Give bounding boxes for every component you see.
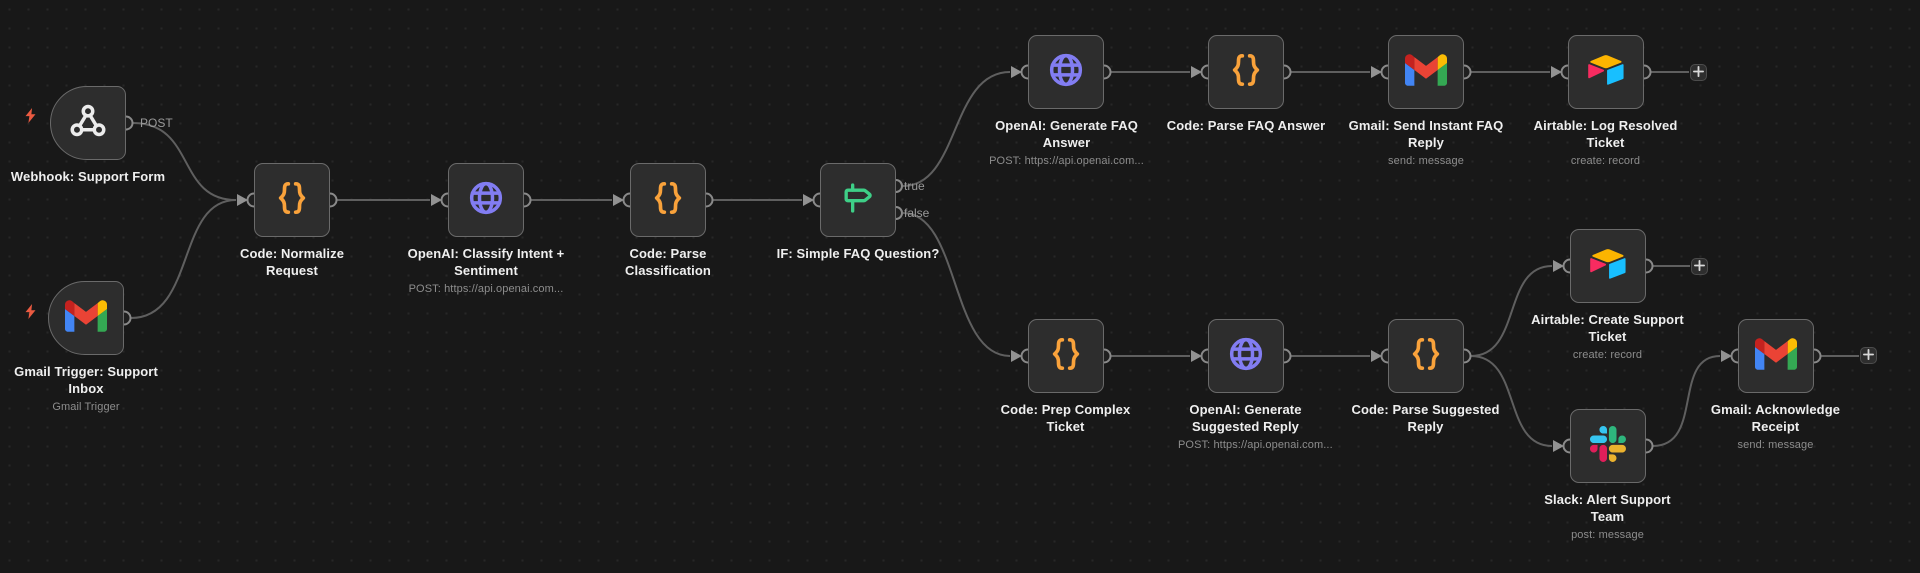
slack-icon — [1590, 425, 1626, 467]
node-code-prep-complex-ticket[interactable] — [1028, 319, 1104, 393]
node-slack-alert-support-team[interactable] — [1570, 409, 1646, 483]
node-label-airtable-log: Airtable: Log Resolved Ticket create: re… — [1523, 118, 1688, 168]
node-label-code-parse-classification: Code: Parse Classification — [613, 246, 723, 279]
node-label-slack: Slack: Alert Support Team post: message — [1540, 492, 1675, 542]
node-if-simple-faq-question[interactable] — [820, 163, 896, 237]
plus-icon — [1694, 258, 1705, 276]
node-subtitle: create: record — [1572, 349, 1643, 362]
node-label-openai-suggest: OpenAI: Generate Suggested Reply POST: h… — [1178, 402, 1333, 452]
node-title: Gmail: Send Instant FAQ Reply — [1348, 118, 1504, 150]
code-braces-icon — [648, 178, 688, 223]
node-title: Airtable: Log Resolved Ticket — [1533, 118, 1678, 150]
gmail-icon — [1405, 53, 1447, 91]
node-code-parse-faq-answer[interactable] — [1208, 35, 1284, 109]
globe-icon — [1226, 334, 1266, 379]
node-title: Airtable: Create Support Ticket — [1531, 312, 1684, 344]
node-title: OpenAI: Generate Suggested Reply — [1189, 402, 1302, 434]
node-label-openai-faq: OpenAI: Generate FAQ Answer POST: https:… — [984, 118, 1149, 168]
if-false-output-label: false — [904, 206, 930, 220]
node-webhook-support-form[interactable] — [50, 86, 126, 160]
node-openai-generate-faq-answer[interactable] — [1028, 35, 1104, 109]
node-subtitle: create: record — [1570, 155, 1641, 168]
node-title: Slack: Alert Support Team — [1544, 492, 1671, 524]
webhook-output-label: POST — [140, 116, 173, 130]
node-title: Gmail: Acknowledge Receipt — [1710, 402, 1841, 434]
node-title: Code: Parse Suggested Reply — [1351, 402, 1500, 434]
node-title: Gmail Trigger: Support Inbox — [14, 364, 158, 396]
node-title: OpenAI: Classify Intent + Sentiment — [407, 246, 565, 278]
node-subtitle: POST: https://api.openai.com... — [408, 283, 564, 296]
connection-slack-to-gmailack[interactable] — [1652, 355, 1721, 447]
airtable-icon — [1586, 53, 1626, 92]
node-title: Code: Normalize Request — [239, 246, 345, 278]
code-braces-icon — [1406, 334, 1446, 379]
node-subtitle: send: message — [1388, 155, 1464, 168]
code-braces-icon — [272, 178, 312, 223]
node-label-code-normalize: Code: Normalize Request — [232, 246, 352, 279]
node-subtitle: Gmail Trigger — [52, 401, 120, 414]
node-label-code-parse-faq: Code: Parse FAQ Answer — [1156, 118, 1336, 135]
if-true-output-label: true — [904, 179, 925, 193]
add-node-button[interactable] — [1860, 347, 1877, 364]
node-label-openai-classify: OpenAI: Classify Intent + Sentiment POST… — [396, 246, 576, 296]
node-title: Code: Prep Complex Ticket — [1000, 402, 1131, 434]
node-label-if: IF: Simple FAQ Question? — [763, 246, 953, 263]
node-title: IF: Simple FAQ Question? — [776, 246, 940, 261]
webhook-icon — [67, 100, 109, 147]
connection-webhook-to-normalize[interactable] — [132, 122, 237, 201]
node-subtitle: POST: https://api.openai.com... — [1178, 439, 1333, 452]
instant-trigger-bolt-icon — [23, 303, 38, 325]
plus-icon — [1693, 64, 1704, 82]
add-node-button[interactable] — [1690, 64, 1707, 81]
node-title: Code: Parse FAQ Answer — [1166, 118, 1326, 133]
connection-if-true-to-openaifaq[interactable] — [902, 71, 1011, 187]
node-airtable-log-resolved-ticket[interactable] — [1568, 35, 1644, 109]
node-openai-classify-intent-sentiment[interactable] — [448, 163, 524, 237]
gmail-icon — [65, 299, 107, 337]
node-label-code-parse-suggested: Code: Parse Suggested Reply — [1343, 402, 1508, 435]
connection-if-false-to-codeprep[interactable] — [902, 212, 1011, 357]
node-label-gmail-ack: Gmail: Acknowledge Receipt send: message — [1703, 402, 1848, 452]
code-braces-icon — [1226, 50, 1266, 95]
airtable-icon — [1588, 247, 1628, 286]
node-subtitle: POST: https://api.openai.com... — [989, 155, 1144, 168]
node-openai-generate-suggested-reply[interactable] — [1208, 319, 1284, 393]
add-node-button[interactable] — [1691, 258, 1708, 275]
globe-icon — [466, 178, 506, 223]
node-label-airtable-create: Airtable: Create Support Ticket create: … — [1525, 312, 1690, 362]
node-code-parse-suggested-reply[interactable] — [1388, 319, 1464, 393]
node-label-code-prep: Code: Prep Complex Ticket — [993, 402, 1138, 435]
node-title: OpenAI: Generate FAQ Answer — [995, 118, 1138, 150]
node-title: Code: Parse Classification — [625, 246, 711, 278]
node-code-normalize-request[interactable] — [254, 163, 330, 237]
node-gmail-acknowledge-receipt[interactable] — [1738, 319, 1814, 393]
node-code-parse-classification[interactable] — [630, 163, 706, 237]
gmail-icon — [1755, 337, 1797, 375]
node-gmail-send-instant-faq-reply[interactable] — [1388, 35, 1464, 109]
node-airtable-create-support-ticket[interactable] — [1570, 229, 1646, 303]
code-braces-icon — [1046, 334, 1086, 379]
node-label-gmail-trigger: Gmail Trigger: Support Inbox Gmail Trigg… — [11, 364, 161, 414]
node-gmail-trigger-support-inbox[interactable] — [48, 281, 124, 355]
plus-icon — [1863, 347, 1874, 365]
instant-trigger-bolt-icon — [23, 107, 38, 129]
node-subtitle: post: message — [1571, 529, 1644, 542]
node-label-webhook: Webhook: Support Form — [3, 169, 173, 186]
node-label-gmail-send: Gmail: Send Instant FAQ Reply send: mess… — [1341, 118, 1511, 168]
node-subtitle: send: message — [1737, 439, 1814, 452]
signpost-icon — [838, 178, 878, 223]
globe-icon — [1046, 50, 1086, 95]
connection-gmailtrigger-to-normalize[interactable] — [130, 199, 237, 319]
connection-parsesuggest-to-slack[interactable] — [1470, 355, 1553, 447]
connection-parsesuggest-to-airtablecreate[interactable] — [1470, 265, 1553, 357]
node-title: Webhook: Support Form — [10, 169, 166, 184]
